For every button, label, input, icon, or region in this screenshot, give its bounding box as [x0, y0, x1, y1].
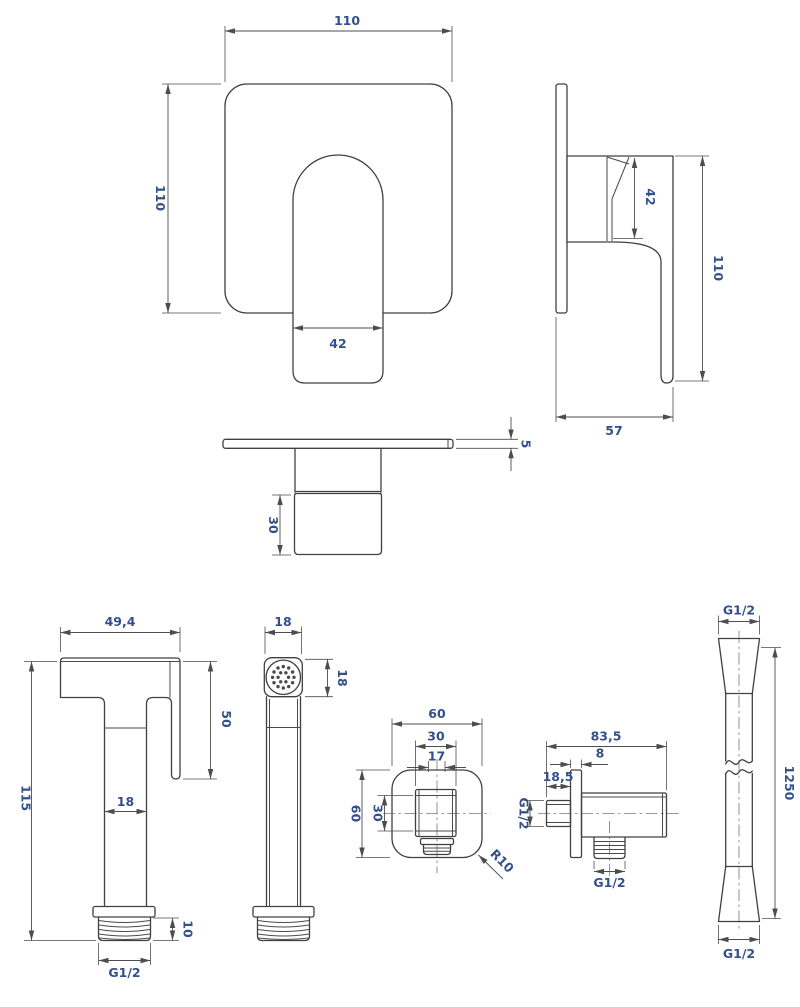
mixer-lever-pivot-lines	[606, 156, 630, 241]
dim-mixer-front-width: 110	[334, 13, 360, 28]
mixer-top-handle-body	[293, 492, 383, 556]
dim-elbow-front-boss-height: 30	[371, 804, 386, 822]
hose-view: G1/2 1250 G1/2	[717, 603, 797, 961]
handspray-thread	[97, 916, 152, 942]
dim-mixer-top-plate-thickness: 5	[519, 440, 534, 449]
mixer-side-view: 42 110 57	[555, 83, 726, 438]
hose-tube-upper	[725, 692, 753, 762]
dim-elbow-side-flange-thickness: 8	[596, 746, 605, 761]
hose-break-symbol	[725, 759, 753, 775]
dim-elbow-front-boss-width: 30	[427, 729, 445, 744]
hose-bottom-fitting	[717, 865, 761, 923]
dim-mixer-front-height: 110	[153, 185, 168, 211]
dim-handspray-head-length: 49,4	[105, 614, 136, 629]
handspray-head-outline	[59, 657, 181, 908]
mixer-front-view: 110 110 42	[153, 13, 453, 384]
elbow-front-nose	[422, 843, 452, 856]
dim-elbow-front-corner-radius: R10	[487, 846, 517, 876]
mixer-top-handle-neck	[294, 447, 382, 493]
dim-elbow-front-nose-width: 17	[428, 749, 445, 764]
dim-elbow-front-height: 60	[349, 805, 364, 823]
elbow-side-body	[580, 792, 668, 838]
dim-hose-top-thread: G1/2	[723, 603, 755, 618]
dim-elbow-side-inlet-thread: G1/2	[517, 797, 532, 829]
dim-elbow-side-inlet-length: 18,5	[543, 769, 574, 784]
dim-handspray-thread-length: 10	[181, 920, 196, 938]
elbow-side-inlet	[545, 799, 572, 828]
handspray-front-head	[263, 657, 303, 698]
dim-mixer-side-depth: 57	[605, 423, 622, 438]
dim-elbow-side-total-length: 83,5	[591, 729, 622, 744]
elbow-front-centerlines	[383, 759, 491, 873]
dim-mixer-side-handle-offset: 42	[643, 188, 658, 205]
dim-handspray-tube-diameter: 18	[117, 794, 134, 809]
handspray-front-tube	[265, 696, 302, 908]
dim-mixer-top-handle-depth: 30	[266, 516, 281, 534]
handspray-head-detail-lines	[60, 661, 180, 729]
handspray-spray-face	[265, 659, 302, 696]
dim-hose-length: 1250	[782, 766, 797, 801]
handspray-flange	[92, 905, 156, 918]
handspray-front-thread	[256, 916, 311, 942]
dim-handspray-total-height: 115	[19, 785, 34, 811]
elbow-front-boss	[414, 788, 457, 838]
dim-elbow-front-width: 60	[428, 706, 446, 721]
handspray-front-flange	[252, 905, 315, 918]
mixer-side-body	[566, 155, 674, 384]
handspray-front-view: 18 18	[252, 614, 350, 942]
handspray-side-view: 49,4 50 115 18 10 G1/2	[19, 614, 235, 980]
elbow-front-view: 60 30 17 30 60 R10	[349, 706, 517, 880]
dim-mixer-front-handle-width: 42	[329, 336, 346, 351]
mixer-top-plate	[222, 438, 454, 449]
hose-tube-lower	[725, 772, 753, 868]
dim-elbow-side-outlet-thread: G1/2	[593, 875, 625, 890]
elbow-front-collar	[419, 837, 455, 846]
dim-mixer-side-height: 110	[711, 255, 726, 281]
dim-handspray-head-height: 50	[219, 710, 234, 728]
dim-hose-bottom-thread: G1/2	[723, 946, 755, 961]
dim-handspray-front-width: 18	[274, 614, 291, 629]
dim-handspray-front-height: 18	[335, 669, 350, 686]
spray-nozzle-holes	[270, 664, 296, 690]
mixer-side-plate	[555, 83, 568, 314]
dim-handspray-thread-size: G1/2	[108, 965, 140, 980]
elbow-side-outlet	[593, 836, 626, 860]
mixer-top-view: 5 30	[222, 417, 534, 556]
elbow-side-view: 83,5 8 18,5 G1/2 G1/2	[517, 729, 680, 890]
